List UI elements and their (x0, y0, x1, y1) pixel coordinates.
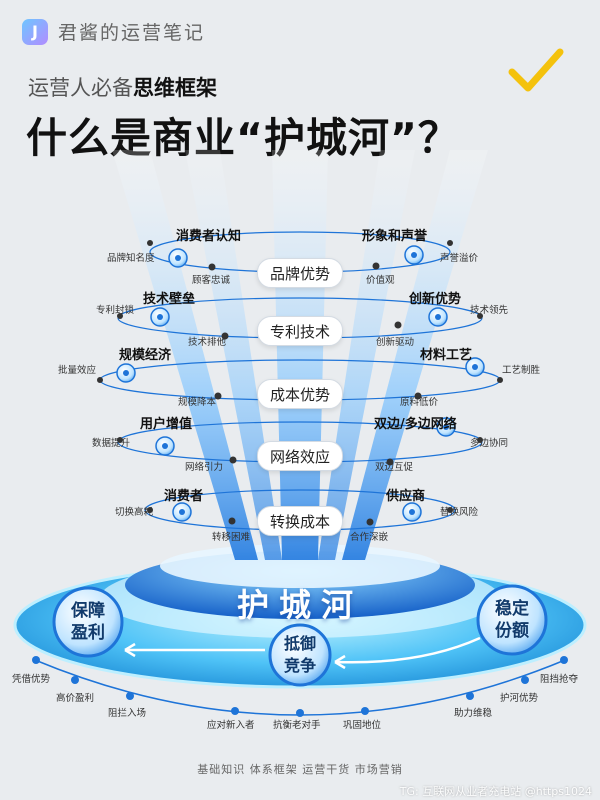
circle-center-text: 抵御 竞争 (270, 633, 330, 677)
ring5-right-title: 供应商 (386, 489, 426, 504)
ring3-label: 原料低价 (400, 397, 439, 408)
pillar-patent-tech: 专利技术 (256, 316, 344, 346)
ring1-right-title: 形象和声誉 (362, 229, 428, 244)
ring1-label: 价值观 (366, 275, 395, 286)
ring2-right-title: 创新优势 (409, 292, 462, 307)
bottom-label: 阻挡抢夺 (540, 674, 579, 685)
ring2-label: 创新驱动 (376, 337, 415, 348)
ring4-label: 双边互促 (375, 462, 414, 473)
brand-header: J 君酱的运营笔记 (22, 18, 205, 45)
ring5-label: 切换高耗 (115, 507, 154, 518)
ring2-label: 技术排他 (188, 337, 227, 348)
circle-center-line2: 竞争 (283, 656, 316, 675)
moat-platform-top (160, 544, 440, 588)
ring3-left-title: 规模经济 (119, 348, 172, 363)
ring3-right-title: 材料工艺 (420, 348, 473, 363)
ring4-right-title: 双边/多边网络 (374, 417, 457, 432)
circle-right-text: 稳定 份额 (478, 598, 546, 642)
ring1-label: 声誉溢价 (440, 253, 479, 264)
pillar-brand-advantage: 品牌优势 (256, 258, 344, 288)
bottom-label: 巩固地位 (343, 720, 382, 731)
orbit-nodes (116, 245, 485, 526)
circle-left-line2: 盈利 (71, 623, 105, 643)
ring3-label: 工艺制胜 (502, 365, 541, 376)
brand-logo-icon: J (22, 18, 48, 45)
bottom-label: 凭借优势 (12, 674, 51, 685)
bottom-label: 抗衡老对手 (273, 720, 321, 731)
subtitle-bold: 思维框架 (133, 76, 217, 100)
subtitle: 运营人必备思维框架 (28, 72, 217, 102)
ring4-left-title: 用户增值 (140, 417, 193, 432)
ring4-label: 数据提升 (92, 438, 131, 449)
ring5-label: 替换风险 (440, 507, 479, 518)
circle-right-line2: 份额 (495, 621, 529, 641)
ring5-label: 转移困难 (212, 532, 251, 543)
circle-left-text: 保障 盈利 (54, 600, 122, 644)
bottom-label: 护河优势 (500, 693, 539, 704)
flow-arrow-right (334, 636, 481, 664)
ring2-label: 技术领先 (470, 305, 509, 316)
bottom-arc-dots (32, 656, 568, 717)
ring1-label: 顾客忠诚 (192, 275, 231, 286)
subtitle-prefix: 运营人必备 (28, 76, 133, 100)
circle-right-line1: 稳定 (495, 599, 529, 619)
footer-tags: 基础知识 体系框架 运营干货 市场营销 (197, 763, 403, 776)
bottom-label: 助力维稳 (454, 708, 493, 719)
bottom-label: 应对新入者 (207, 720, 255, 731)
ring5-left-title: 消费者 (164, 489, 204, 504)
moat-title: 护城河 (236, 586, 364, 624)
checkmark-icon (508, 48, 564, 92)
brand-name: 君酱的运营笔记 (58, 22, 206, 44)
side-dots (97, 240, 503, 513)
pillar-cost-advantage: 成本优势 (256, 379, 344, 409)
ring3-label: 批量效应 (58, 365, 97, 376)
bottom-label: 阻拦入场 (108, 708, 147, 719)
bottom-label: 高价盈利 (56, 693, 95, 704)
benefit-circles (52, 584, 548, 687)
pillar-switching-cost: 转换成本 (256, 506, 344, 536)
circle-center-line1: 抵御 (283, 634, 316, 653)
ring3-label: 规模降本 (178, 397, 217, 408)
ring5-label: 合作深嵌 (350, 532, 389, 543)
pillar-network-effect: 网络效应 (256, 441, 344, 471)
ring4-label: 网络引力 (185, 462, 224, 473)
ring4-label: 多边协同 (470, 438, 509, 449)
ring2-left-title: 技术壁垒 (143, 292, 196, 307)
ring2-label: 专利封锁 (96, 305, 135, 316)
circle-left-line1: 保障 (71, 601, 105, 621)
ring1-label: 品牌知名度 (107, 253, 155, 264)
ring1-left-title: 消费者认知 (176, 229, 242, 244)
watermark: TG: 互联网从业者充电站 @https1024 (399, 785, 592, 798)
